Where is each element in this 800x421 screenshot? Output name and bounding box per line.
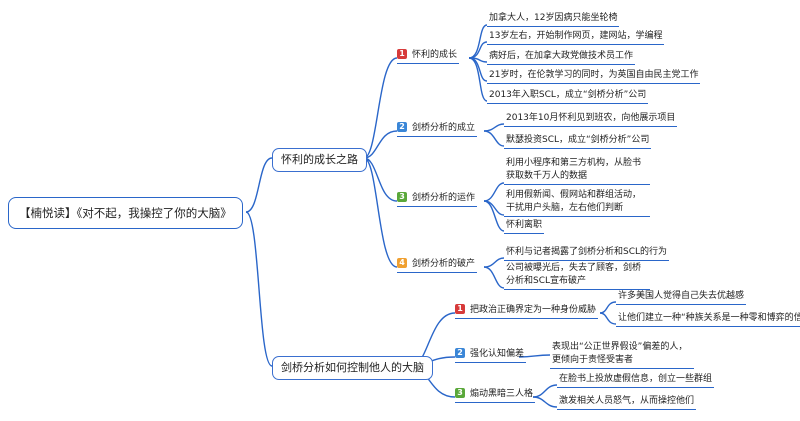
leaf-node: 让他们建立一种“种族关系是一种零和博弈的信念	[616, 312, 800, 327]
leaf-node: 在脸书上投放虚假信息，创立一些群组	[557, 373, 715, 388]
number-badge: 3	[397, 192, 407, 202]
subtopic-wylie-growth: 1 怀利的成长	[397, 49, 460, 64]
subtopic-bankruptcy: 4 剑桥分析的破产	[397, 258, 478, 273]
leaf-node: 怀利离职	[504, 219, 545, 234]
subtopic-label: 强化认知偏差	[470, 349, 525, 359]
number-badge: 2	[455, 348, 465, 358]
leaf-node: 表现出“公正世界假设”偏差的人，更倾向于责怪受害者	[550, 341, 694, 369]
leaf-node: 2013年入职SCL，成立“剑桥分析”公司	[487, 89, 649, 104]
leaf-node: 利用小程序和第三方机构，从脸书获取数千万人的数据	[504, 157, 650, 185]
leaf-node: 怀利与记者揭露了剑桥分析和SCL的行为	[504, 246, 670, 261]
number-badge: 2	[397, 122, 407, 132]
number-badge: 1	[455, 304, 465, 314]
subtopic-dark-triad: 3 煽动黑暗三人格	[455, 388, 536, 403]
number-badge: 4	[397, 258, 407, 268]
subtopic-label: 煽动黑暗三人格	[470, 389, 534, 399]
leaf-node: 2013年10月怀利见到班农，向他展示项目	[504, 112, 678, 127]
subtopic-label: 怀利的成长	[412, 50, 458, 60]
topic-brain-control: 剑桥分析如何控制他人的大脑	[272, 356, 433, 380]
subtopic-company-founding: 2 剑桥分析的成立	[397, 122, 478, 137]
leaf-node: 21岁时，在伦敦学习的同时，为英国自由民主党工作	[487, 69, 701, 84]
subtopic-identity-threat: 1 把政治正确界定为一种身份威胁	[455, 304, 599, 319]
topic-wylie-growth: 怀利的成长之路	[272, 148, 367, 172]
leaf-node: 13岁左右，开始制作网页，建网站，学编程	[487, 30, 665, 45]
leaf-node: 加拿大人，12岁因病只能坐轮椅	[487, 12, 620, 27]
topic-label: 剑桥分析如何控制他人的大脑	[281, 361, 424, 374]
subtopic-label: 剑桥分析的成立	[412, 123, 476, 133]
leaf-node: 许多美国人觉得自己失去优越感	[616, 290, 747, 305]
number-badge: 3	[455, 388, 465, 398]
subtopic-label: 剑桥分析的破产	[412, 259, 476, 269]
subtopic-label: 把政治正确界定为一种身份威胁	[470, 305, 597, 315]
leaf-node: 公司被曝光后，失去了顾客，剑桥分析和SCL宣布破产	[504, 262, 650, 290]
number-badge: 1	[397, 49, 407, 59]
root-node: 【楠悦读】《对不起，我操控了你的大脑》	[8, 197, 243, 229]
subtopic-label: 剑桥分析的运作	[412, 193, 476, 203]
leaf-node: 激发相关人员怒气，从而操控他们	[557, 395, 697, 410]
root-label: 【楠悦读】《对不起，我操控了你的大脑》	[19, 206, 232, 220]
leaf-node: 默瑟投资SCL，成立“剑桥分析”公司	[504, 134, 652, 149]
leaf-node: 利用假新闻、假网站和群组活动，干扰用户头脑，左右他们判断	[504, 189, 650, 217]
leaf-node: 病好后，在加拿大政党做技术员工作	[487, 50, 636, 65]
subtopic-operations: 3 剑桥分析的运作	[397, 192, 478, 207]
topic-label: 怀利的成长之路	[281, 153, 358, 166]
subtopic-cognitive-bias: 2 强化认知偏差	[455, 348, 527, 363]
